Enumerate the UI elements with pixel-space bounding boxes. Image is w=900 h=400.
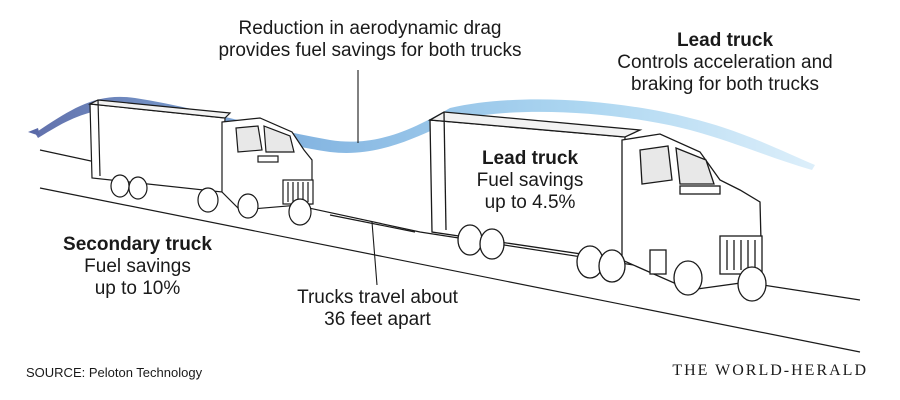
leader-lines [357, 70, 378, 286]
secondary-truck-savings-callout: Secondary truck Fuel savings up to 10% [45, 234, 230, 300]
lead-truck-savings-line1: Fuel savings [476, 169, 584, 191]
distance-leader [371, 221, 378, 286]
lead-truck-savings-callout: Lead truck Fuel savings up to 4.5% [450, 148, 610, 214]
secondary-truck-line1: Fuel savings [84, 255, 191, 277]
lead-truck [427, 111, 767, 302]
secondary-truck-title: Secondary truck [63, 234, 212, 255]
secondary-truck [87, 99, 314, 226]
secondary-trailer [89, 103, 226, 193]
distance-callout: Trucks travel about 36 feet apart [270, 287, 485, 331]
secondary-truck-line2: up to 10% [94, 277, 181, 299]
lead-truck-control-line2: braking for both trucks [631, 73, 819, 95]
drag-callout: Reduction in aerodynamic drag provides f… [195, 18, 545, 62]
road-edge-near [39, 187, 861, 353]
publisher-logo: THE WORLD-HERALD [672, 362, 868, 379]
source-credit: SOURCE: Peloton Technology [26, 365, 203, 380]
airflow-ribbon [28, 96, 815, 170]
lead-truck-savings-line2: up to 4.5% [484, 191, 576, 213]
drag-line1: Reduction in aerodynamic drag [238, 18, 502, 39]
lead-truck-control-callout: Lead truck Controls acceleration and bra… [600, 30, 850, 96]
distance-line2: 36 feet apart [324, 308, 431, 330]
lead-truck-control-title: Lead truck [676, 30, 774, 51]
distance-line1: Trucks travel about [297, 287, 458, 308]
lead-truck-control-line1: Controls acceleration and [617, 51, 833, 73]
lead-truck-savings-title: Lead truck [481, 148, 579, 169]
drag-line2: provides fuel savings for both trucks [218, 39, 522, 61]
